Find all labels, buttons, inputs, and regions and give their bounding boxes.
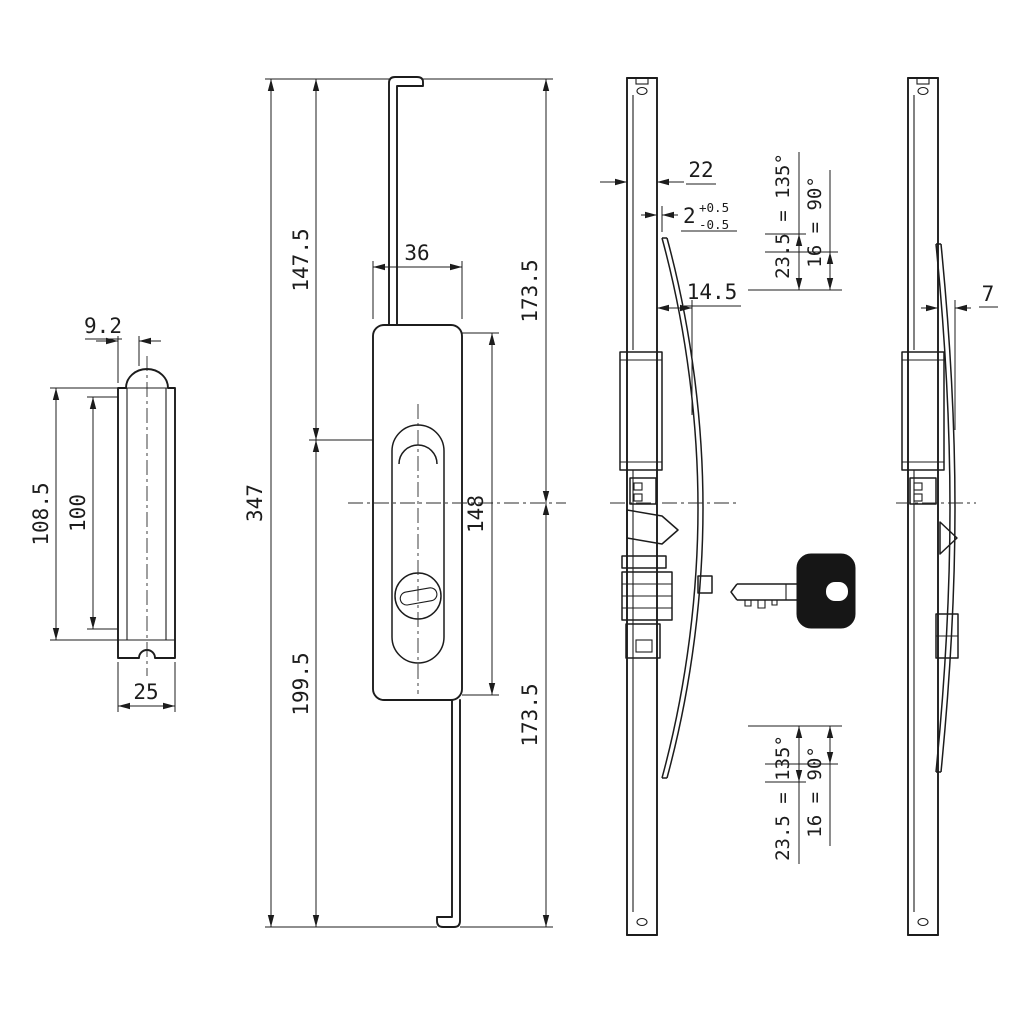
dim-100: 100 [66,396,118,630]
dim-label-108-5: 108.5 [29,482,53,545]
dim-label-tol-minus: -0.5 [699,217,729,232]
dim-label-throw-upper-a: 23.5 = 135° [772,153,794,279]
dim-22: 22 [600,158,716,186]
dim-label-14-5: 14.5 [687,280,738,304]
side-bar [626,77,658,936]
view-back: 7 [896,77,998,936]
bar-hole-top [636,86,648,96]
dim-148: 148 [464,333,496,695]
side-mechanism [619,351,713,659]
view-front: 36 147.5 199.5 347 173.5 148 173.5 [243,76,566,928]
key [730,553,856,629]
bar-hole-bottom [636,917,648,927]
spring-leaf-bow [935,243,956,773]
key-slot [399,587,438,606]
bar-hole-top-2 [917,86,929,96]
dim-label-25: 25 [133,680,158,704]
dim-25: 25 [117,662,176,712]
dim-label-throw-lower-b: 16 = 90° [804,746,826,838]
dim-label-22: 22 [688,158,713,182]
dim-7: 7 [921,282,998,430]
back-bar [907,77,939,936]
dim-label-173-5-upper: 173.5 [518,259,542,322]
dim-label-173-5-lower: 173.5 [518,683,542,746]
pawl-2 [939,521,958,555]
dim-label-36: 36 [404,241,429,265]
dim-label-7: 7 [982,282,995,306]
dim-199-5: 199.5 [289,440,320,927]
dim-label-2: 2 [683,204,696,228]
key-tip [730,583,738,601]
pawl [626,509,679,545]
dim-label-100: 100 [66,494,90,532]
dim-label-199-5: 199.5 [289,652,313,715]
dim-173-5-lower: 173.5 [518,503,550,927]
dim-label-347: 347 [243,484,267,522]
dim-label-throw-upper-b: 16 = 90° [804,176,826,268]
top-rod [388,76,424,326]
dim-label-throw-lower-a: 23.5 = 135° [772,735,794,861]
dim-14-5: 14.5 [657,280,741,415]
dim-throw-upper: 23.5 = 135° 16 = 90° [748,152,842,291]
dim-36: 36 [373,241,462,271]
dim-label-tol-plus: +0.5 [699,200,729,215]
dim-label-148: 148 [464,495,488,533]
dim-347: 347 [243,79,275,927]
dim-label-9-2: 9.2 [84,314,122,338]
dim-throw-lower: 23.5 = 135° 16 = 90° [748,725,842,864]
dim-108-5: 108.5 [29,387,118,641]
handle-arc [398,444,438,465]
front-extension-lines [265,78,553,928]
bar-hole-bottom-2 [917,917,929,927]
key-teeth [744,600,778,609]
view-side: 22 2 +0.5 -0.5 14.5 23.5 = 135° 16 [600,77,856,936]
view-plate-profile: 9.2 108.5 100 25 [29,314,176,712]
lock-body [372,324,463,701]
dim-2-tolerance: 2 +0.5 -0.5 [641,200,737,232]
key-head-slot [826,582,848,601]
back-mechanism [901,351,959,659]
dim-173-5-upper: 173.5 [518,79,550,503]
espagnolette-rod-bow [661,237,704,779]
dim-147-5: 147.5 [289,79,320,440]
bottom-rod [436,699,461,928]
dim-9-2: 9.2 [84,314,161,383]
plate-outline [117,368,176,659]
dim-label-147-5: 147.5 [289,228,313,291]
